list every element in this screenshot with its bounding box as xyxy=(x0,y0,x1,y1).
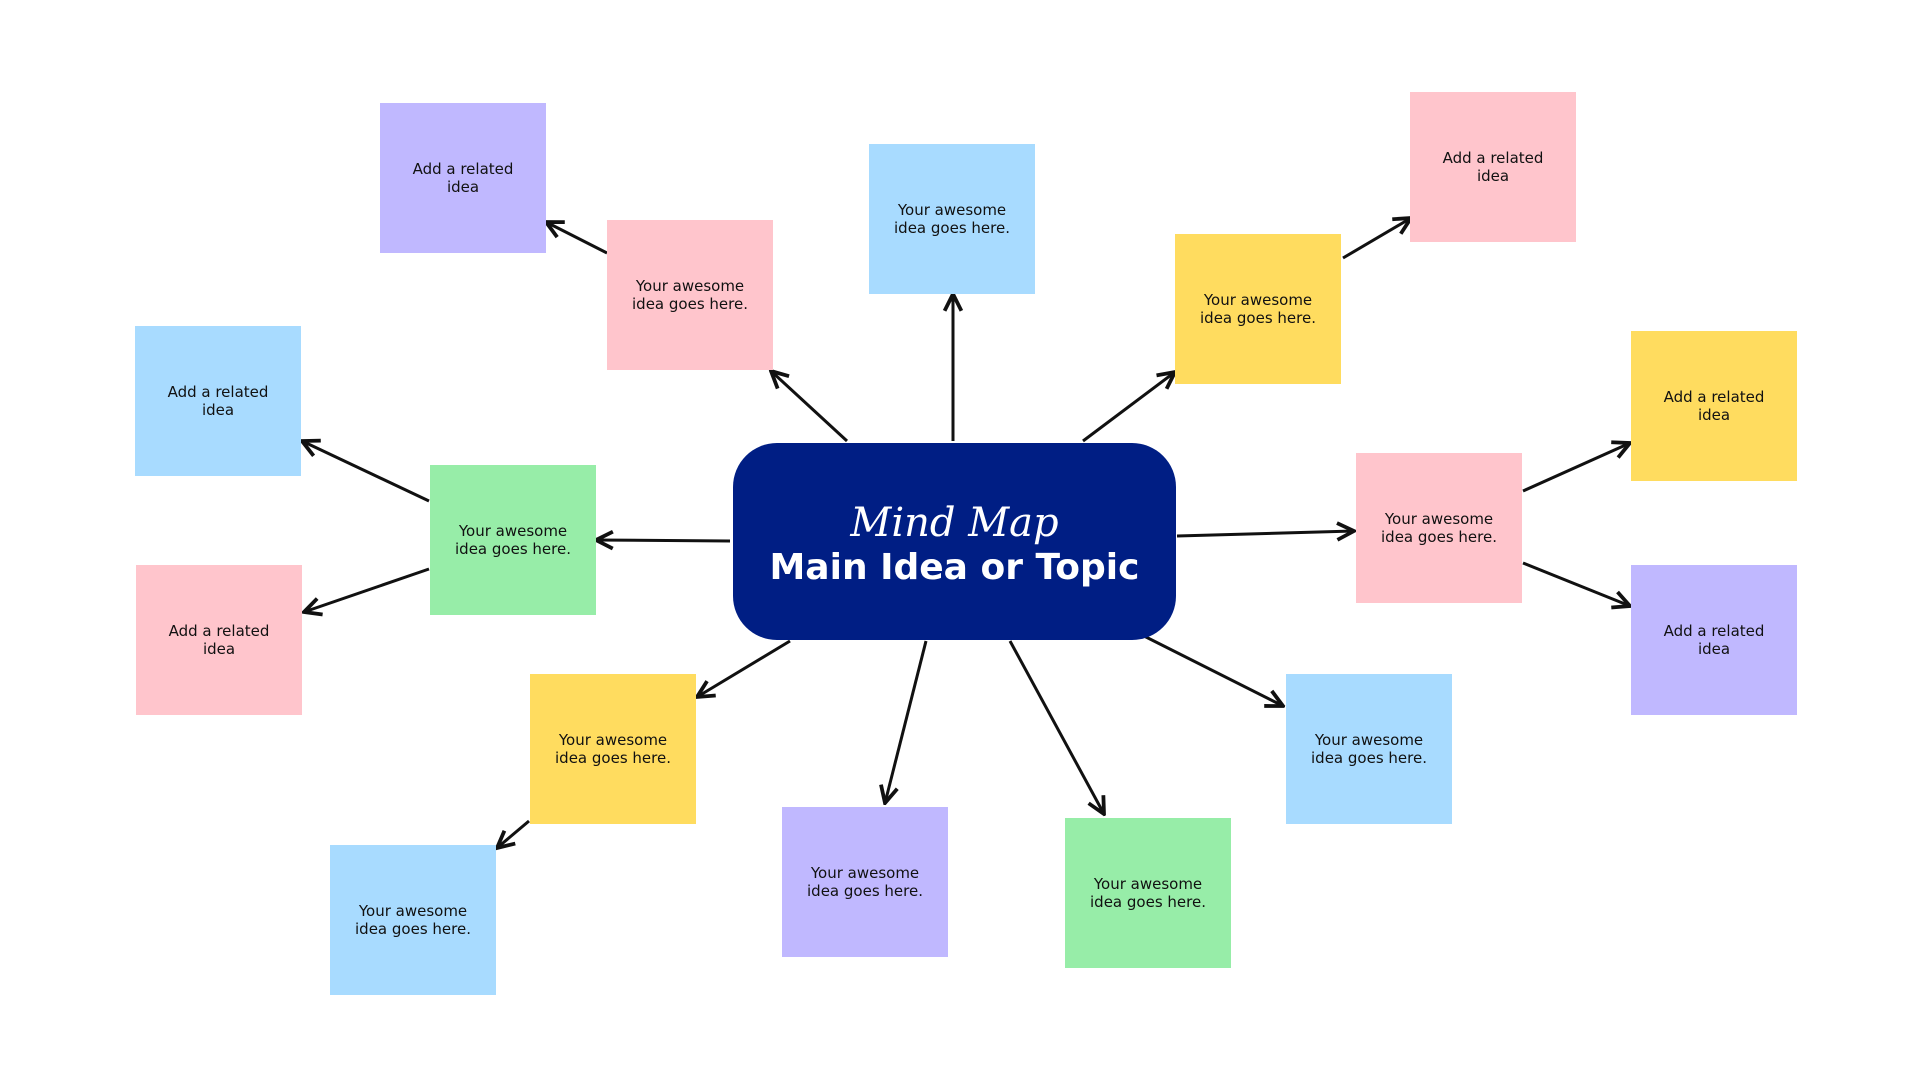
arrow-to-bottom-center-left xyxy=(885,640,928,803)
main-topic-box[interactable]: Mind Map Main Idea or Topic xyxy=(733,443,1176,640)
arrow-to-right-related-lower xyxy=(1522,561,1630,606)
sticky-note-idea-bottom-right[interactable]: Your awesome idea goes here. xyxy=(1286,674,1452,824)
arrow-to-top-left xyxy=(771,371,849,443)
sticky-note-idea-bottom-center-left[interactable]: Your awesome idea goes here. xyxy=(782,807,948,957)
sticky-note-idea-top-center[interactable]: Your awesome idea goes here. xyxy=(869,144,1035,294)
arrow-to-top-left-related xyxy=(546,222,608,255)
sticky-note-idea-bottom-left-related[interactable]: Your awesome idea goes here. xyxy=(330,845,496,995)
arrow-to-left-related-upper xyxy=(302,441,430,503)
mind-map-script-title: Mind Map xyxy=(850,499,1059,546)
sticky-note-idea-right[interactable]: Your awesome idea goes here. xyxy=(1356,453,1522,603)
sticky-note-related-left-upper[interactable]: Add a related idea xyxy=(135,326,301,476)
arrow-to-bottom-left-related xyxy=(497,819,530,848)
sticky-note-idea-left[interactable]: Your awesome idea goes here. xyxy=(430,465,596,615)
arrow-to-top-right xyxy=(1082,372,1175,443)
arrow-to-right-related-upper xyxy=(1522,443,1630,493)
sticky-note-idea-bottom-center-right[interactable]: Your awesome idea goes here. xyxy=(1065,818,1231,968)
sticky-note-related-right-upper[interactable]: Add a related idea xyxy=(1631,331,1797,481)
arrow-to-right xyxy=(1176,531,1354,536)
sticky-note-idea-top-left[interactable]: Your awesome idea goes here. xyxy=(607,220,773,370)
sticky-note-idea-top-right[interactable]: Your awesome idea goes here. xyxy=(1175,234,1341,384)
sticky-note-idea-bottom-left[interactable]: Your awesome idea goes here. xyxy=(530,674,696,824)
sticky-note-related-left-lower[interactable]: Add a related idea xyxy=(136,565,302,715)
arrow-to-bottom-left xyxy=(697,639,791,697)
arrow-to-bottom-center-right xyxy=(1008,640,1104,814)
arrow-to-bottom-right xyxy=(1143,634,1283,706)
arrow-to-left-related-lower xyxy=(304,567,430,612)
arrow-to-top-right-related xyxy=(1342,218,1411,260)
sticky-note-related-top-left[interactable]: Add a related idea xyxy=(380,103,546,253)
main-topic-title: Main Idea or Topic xyxy=(769,546,1140,588)
sticky-note-related-top-right[interactable]: Add a related idea xyxy=(1410,92,1576,242)
sticky-note-related-right-lower[interactable]: Add a related idea xyxy=(1631,565,1797,715)
arrow-to-left xyxy=(596,540,731,541)
